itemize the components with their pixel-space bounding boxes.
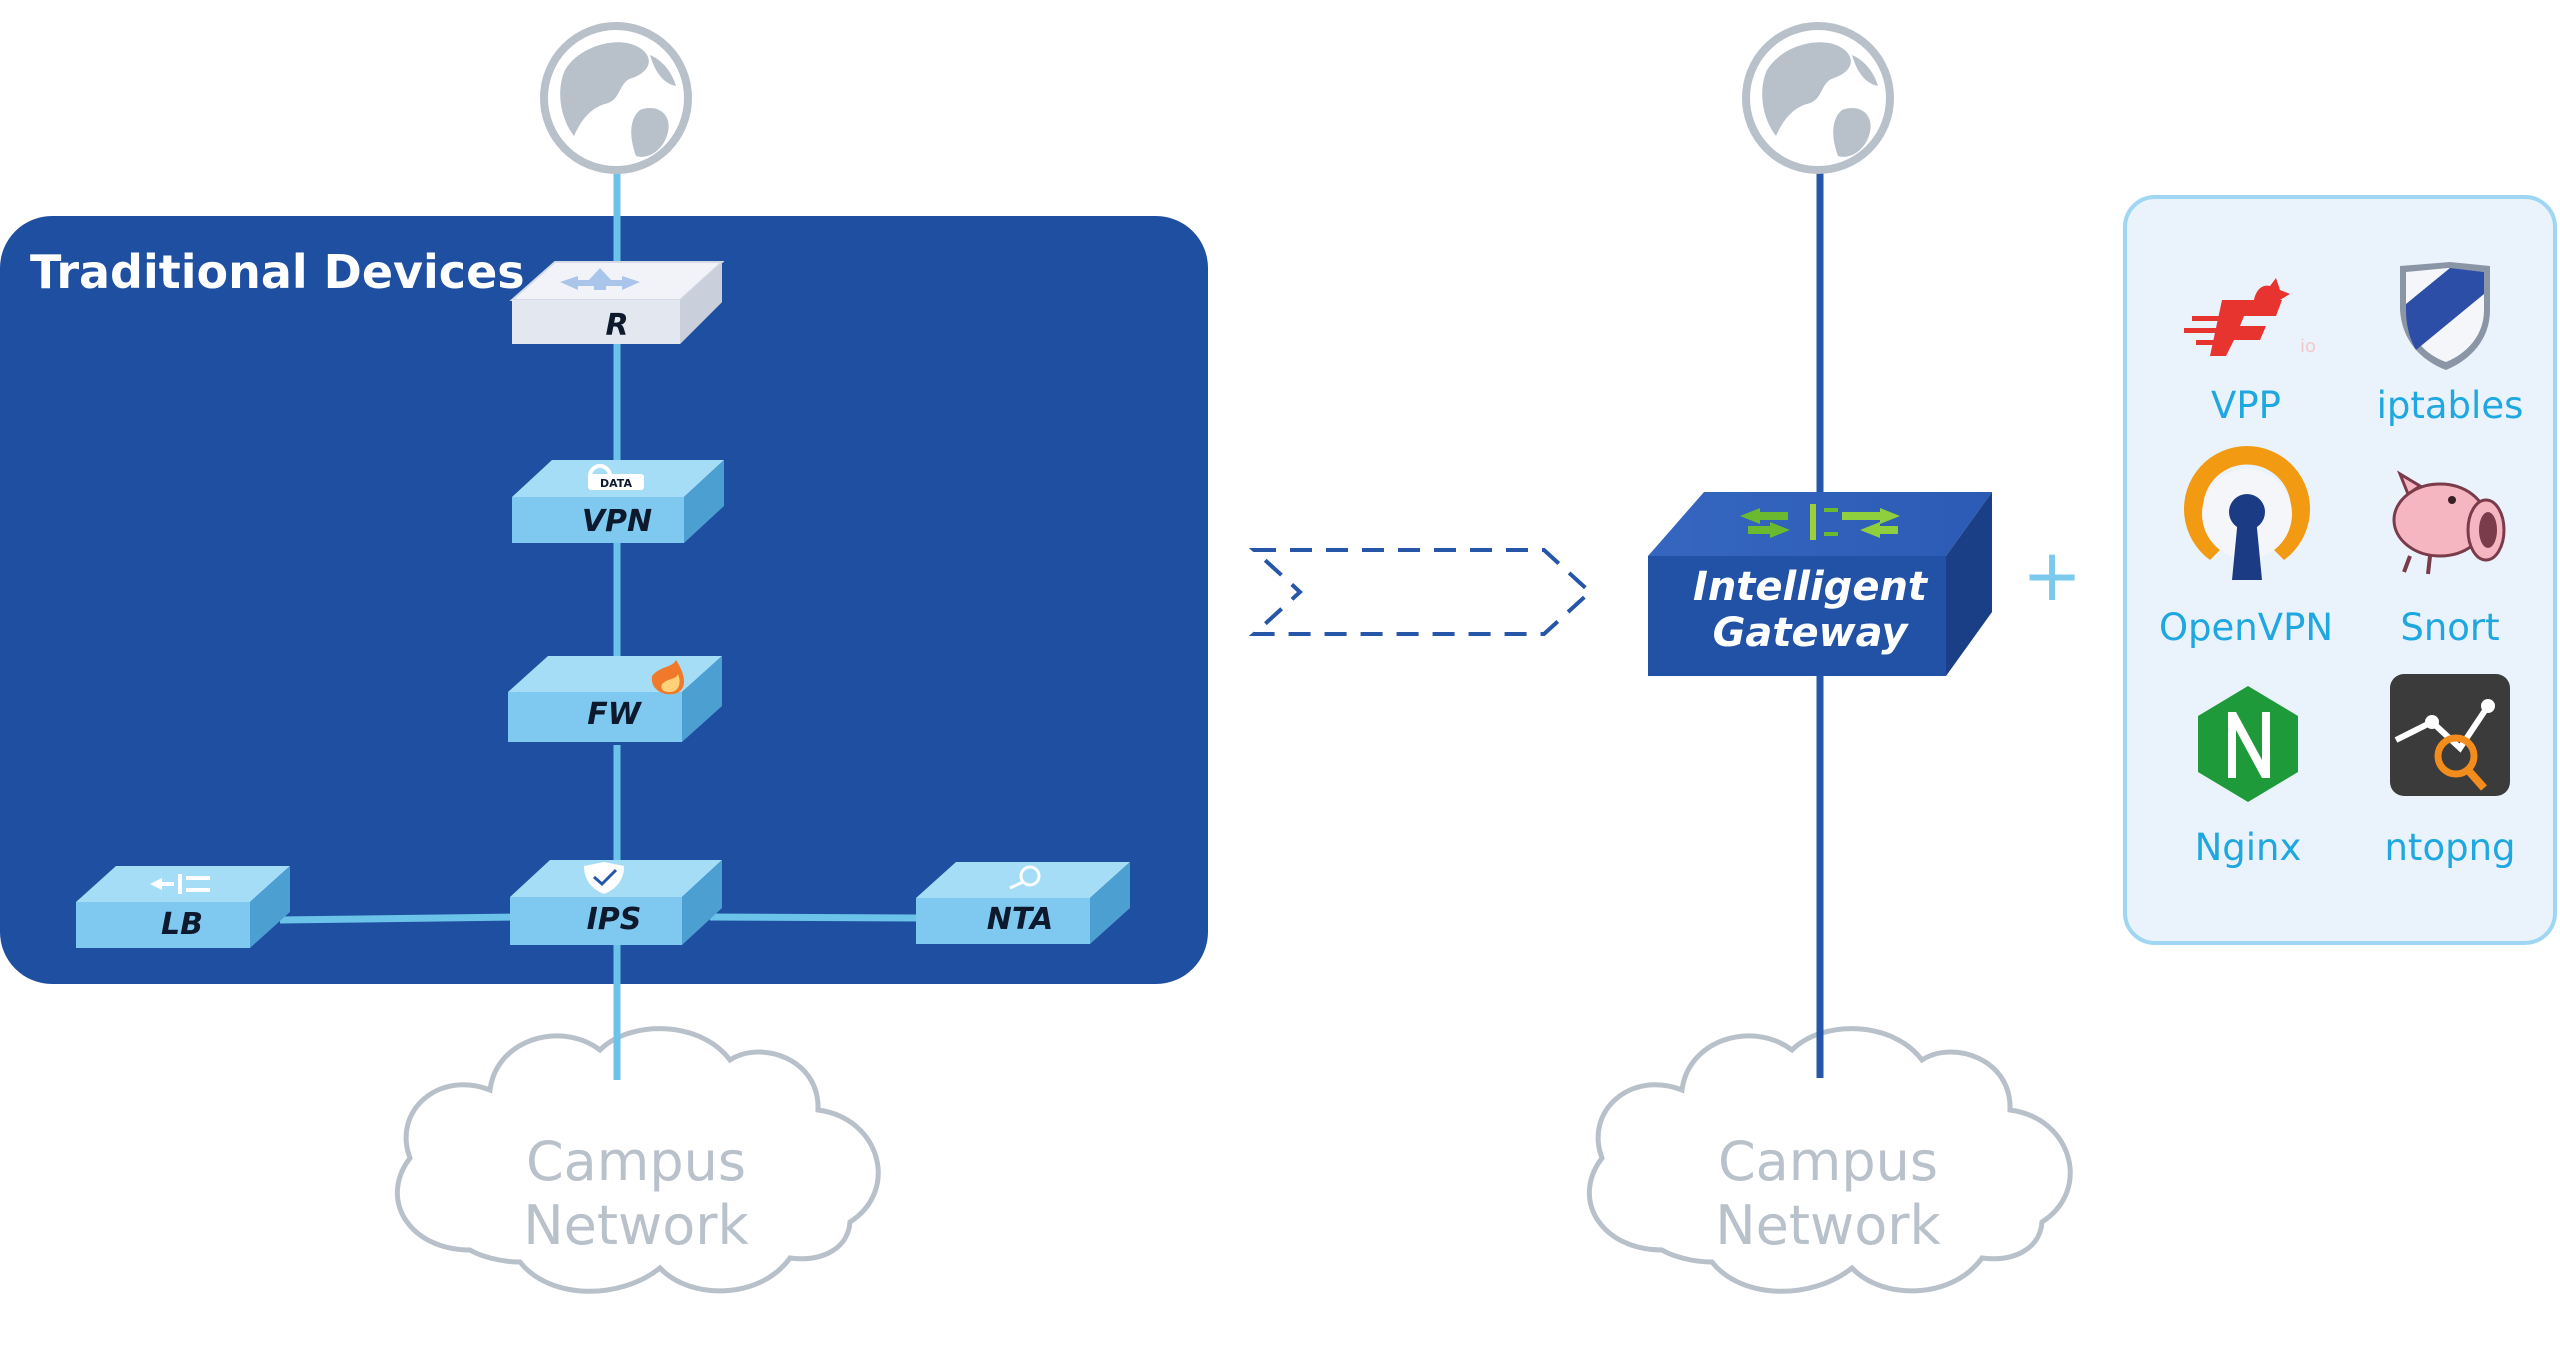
vpn-device: DATA VPN bbox=[512, 460, 724, 543]
intelligent-gateway-device: Intelligent Gateway bbox=[1648, 492, 1992, 676]
nta-device: NTA bbox=[916, 862, 1130, 944]
iptables-label: iptables bbox=[2377, 384, 2524, 427]
iptables-shield-icon bbox=[2400, 262, 2490, 370]
svg-text:io: io bbox=[2300, 336, 2316, 357]
campus-network-right-line2: Network bbox=[1715, 1194, 1941, 1257]
firewall-device: FW bbox=[508, 656, 722, 742]
campus-network-left-line1: Campus bbox=[526, 1130, 746, 1193]
router-arrows-icon bbox=[560, 268, 640, 290]
internet-globe-icon bbox=[540, 22, 692, 174]
campus-network-left-line2: Network bbox=[523, 1194, 749, 1257]
load-balancer-device: LB bbox=[76, 866, 290, 948]
ntopng-tool: ntopng bbox=[2384, 674, 2516, 869]
campus-network-right-line1: Campus bbox=[1718, 1130, 1938, 1193]
vpp-logo-icon: io bbox=[2184, 278, 2316, 357]
vpp-label: VPP bbox=[2211, 384, 2281, 427]
gateway-traffic-icon bbox=[1740, 504, 1900, 540]
nginx-tool: Nginx bbox=[2195, 686, 2302, 869]
load-balancer-icon bbox=[150, 874, 210, 894]
transform-arrow bbox=[1248, 548, 1593, 636]
openvpn-tool: OpenVPN bbox=[2159, 446, 2333, 649]
ntopng-logo-icon bbox=[2390, 674, 2510, 796]
gateway-label-line2: Gateway bbox=[1713, 610, 1910, 656]
vpn-lock-icon: DATA bbox=[588, 464, 644, 490]
gateway-label-line1: Intelligent bbox=[1693, 564, 1929, 610]
traditional-devices-title: Traditional Devices bbox=[30, 245, 525, 299]
openvpn-logo-icon bbox=[2184, 446, 2310, 580]
campus-network-cloud-left: Campus Network bbox=[394, 1026, 881, 1294]
router-device: R bbox=[509, 261, 725, 344]
vpp-tool: io VPP bbox=[2184, 278, 2316, 427]
iptables-tool: iptables bbox=[2377, 262, 2524, 427]
vpn-data-tag: DATA bbox=[600, 477, 632, 490]
nta-label: NTA bbox=[987, 902, 1053, 937]
ntopng-label: ntopng bbox=[2384, 826, 2515, 869]
openvpn-label: OpenVPN bbox=[2159, 606, 2333, 649]
firewall-flame-icon bbox=[651, 660, 685, 695]
ips-device: IPS bbox=[510, 860, 722, 945]
plus-sign: + bbox=[2022, 533, 2082, 617]
vpn-label: VPN bbox=[582, 504, 652, 539]
campus-network-cloud-right: Campus Network bbox=[1586, 1026, 2073, 1294]
internet-globe-icon-right bbox=[1742, 22, 1894, 174]
nta-magnifier-icon bbox=[1009, 865, 1041, 890]
ips-label: IPS bbox=[587, 902, 642, 937]
load-balancer-label: LB bbox=[161, 907, 203, 942]
snort-pig-icon bbox=[2392, 470, 2506, 575]
nginx-logo-icon bbox=[2198, 686, 2298, 802]
traditional-devices-panel bbox=[0, 216, 1208, 984]
firewall-label: FW bbox=[587, 697, 642, 732]
snort-label: Snort bbox=[2400, 606, 2499, 649]
nginx-label: Nginx bbox=[2195, 826, 2302, 869]
ips-shield-icon bbox=[584, 862, 624, 894]
snort-tool: Snort bbox=[2392, 470, 2506, 649]
router-label: R bbox=[605, 308, 628, 343]
